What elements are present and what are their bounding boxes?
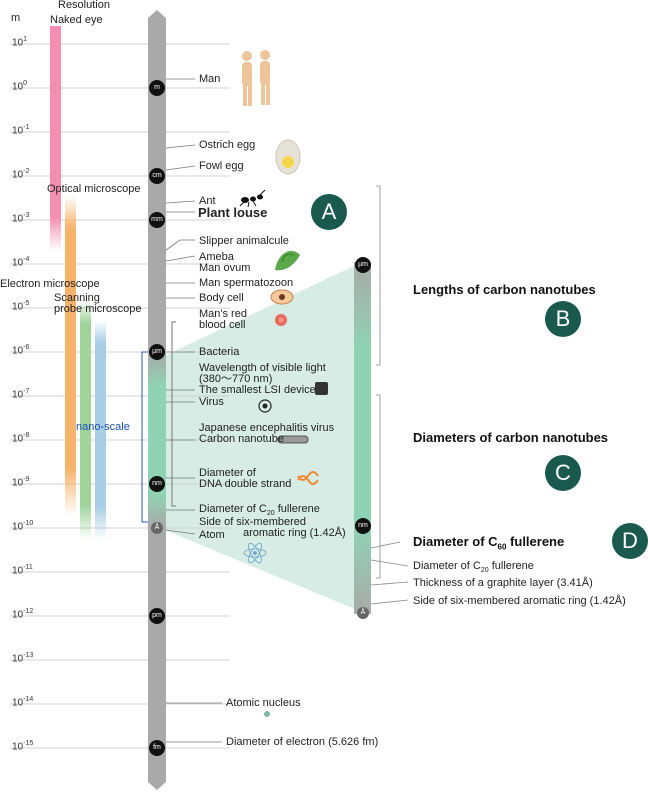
unit-label: m: [11, 12, 21, 24]
gridlines: [10, 43, 230, 749]
exponent-label: 10-3: [12, 212, 30, 225]
label-slipper-animalcule: Slipper animalcule: [199, 235, 289, 247]
exponent-label: 10-12: [12, 608, 34, 621]
label-fowl-egg: Fowl egg: [199, 160, 244, 172]
marker-mm: mm: [149, 212, 165, 228]
marker-cm: cm: [149, 168, 165, 184]
label-carbon-nanotube: Carbon nanotube: [199, 433, 285, 445]
marker-nm: nm: [149, 476, 165, 492]
exponent-label: 101: [12, 36, 28, 49]
exponent-label: 10-14: [12, 696, 34, 709]
zoom-marker-um: µm: [355, 257, 371, 273]
ant-illustration: [239, 189, 266, 208]
six-ring-zoom-label: Side of six-membered aromatic ring (1.42…: [413, 595, 626, 607]
label-atomic-nucleus: Atomic nucleus: [226, 697, 301, 709]
label-atom: Atom: [199, 529, 225, 541]
badge-a: A: [311, 194, 347, 230]
label-man: Man: [199, 73, 221, 85]
label-dna-2: DNA double strand: [199, 478, 292, 490]
label-c20-fullerene: Diameter of C20 fullerene: [199, 503, 320, 518]
atomic-nucleus-illustration: [264, 711, 270, 717]
exponent-label: 10-2: [12, 168, 30, 181]
scanning-probe-range-bar: [95, 320, 106, 540]
exponent-label: 10-11: [12, 564, 33, 577]
electron-microscope-range-bar: [80, 300, 91, 540]
label-virus: Virus: [199, 396, 224, 408]
exponent-label: 10-15: [12, 740, 34, 753]
virus-illustration: [258, 399, 272, 413]
label-visible-light-1: Wavelength of visible light: [199, 362, 326, 374]
label-lsi-device: The smallest LSI device: [199, 384, 316, 396]
bracket-diameters: [376, 394, 381, 579]
badge-c: C: [545, 455, 581, 491]
label-six-ring-2: aromatic ring (1.42Å): [243, 527, 346, 539]
naked-eye-range-bar: [50, 26, 61, 251]
label-man-spermatozoon: Man spermatozoon: [199, 277, 294, 289]
electron-microscope-label: Electron microscope: [0, 278, 100, 290]
label-japanese-encephalitis-virus: Japanese encephalitis virus: [199, 422, 335, 434]
ostrich-egg-illustration: [275, 139, 301, 175]
exponent-label: 10-13: [12, 652, 34, 665]
resolution-heading: Resolution: [58, 0, 110, 11]
scanning-label: Scanning: [54, 292, 100, 304]
label-six-ring-1: Side of six-membered: [199, 516, 306, 528]
label-ant: Ant: [199, 195, 216, 207]
label-dna-1: Diameter of: [199, 467, 256, 479]
label-electron-diameter: Diameter of electron (5.626 fm): [226, 736, 379, 748]
human-figures-illustration: [242, 50, 270, 106]
label-red-cell-2: blood cell: [199, 319, 246, 331]
naked-eye-label: Naked eye: [50, 14, 103, 26]
label-bacteria: Bacteria: [199, 346, 240, 358]
badge-d: D: [612, 523, 648, 559]
marker-pm: pm: [149, 608, 165, 624]
atom-illustration: [243, 542, 267, 564]
lsi-chip-illustration: [315, 382, 328, 395]
diameters-of-nanotubes-label: Diameters of carbon nanotubes: [413, 430, 609, 445]
badge-b: B: [545, 301, 581, 337]
label-ostrich-egg: Ostrich egg: [199, 139, 256, 151]
marker-um: µm: [149, 344, 165, 360]
zoom-marker-angstrom: Å: [357, 607, 369, 619]
exponent-label: 10-1: [12, 124, 30, 137]
nano-scale-label: nano-scale: [76, 421, 130, 433]
zoom-projection: [160, 262, 362, 612]
exponent-label: 10-4: [12, 256, 30, 269]
leaf-illustration: [275, 250, 300, 271]
label-body-cell: Body cell: [199, 292, 244, 304]
probe-microscope-label: probe microscope: [54, 303, 142, 315]
nano-scale-bracket: [141, 351, 148, 523]
label-ameba: Ameba: [199, 251, 234, 263]
exponent-label: 100: [12, 80, 28, 93]
lengths-of-nanotubes-label: Lengths of carbon nanotubes: [413, 282, 596, 297]
nano-scale-segment: [148, 352, 166, 528]
zoom-c20-label: Diameter of C20 fullerene: [413, 560, 534, 575]
exponent-label: 10-8: [12, 432, 30, 445]
zoom-nano-segment: [354, 262, 371, 614]
micro-bracket: [171, 321, 176, 507]
body-cell-illustration: [270, 289, 294, 305]
label-man-ovum: Man ovum: [199, 262, 251, 274]
label-red-cell-1: Man's red: [199, 308, 247, 320]
bracket-lengths: [376, 185, 381, 366]
label-plant-louse: Plant louse: [198, 205, 268, 220]
marker-m: m: [149, 80, 165, 96]
label-visible-light-2: (380～770 nm): [199, 373, 273, 385]
dna-illustration: [297, 471, 319, 485]
c60-fullerene-label: Diameter of C60 fullerene: [413, 534, 565, 552]
exponent-label: 10-9: [12, 476, 30, 489]
zoom-marker-nm: nm: [355, 518, 371, 534]
nanotube-illustration: [277, 435, 309, 444]
exponent-label: 10-10: [12, 520, 34, 533]
exponent-label: 10-5: [12, 300, 30, 313]
optical-microscope-label: Optical microscope: [47, 183, 141, 195]
marker-angstrom: Å: [151, 522, 163, 534]
graphite-layer-label: Thickness of a graphite layer (3.41Å): [413, 577, 593, 589]
marker-fm: fm: [149, 740, 165, 756]
optical-microscope-range-bar: [65, 196, 76, 516]
red-blood-cell-illustration: [275, 314, 287, 326]
exponent-label: 10-7: [12, 388, 30, 401]
exponent-label: 10-6: [12, 344, 30, 357]
